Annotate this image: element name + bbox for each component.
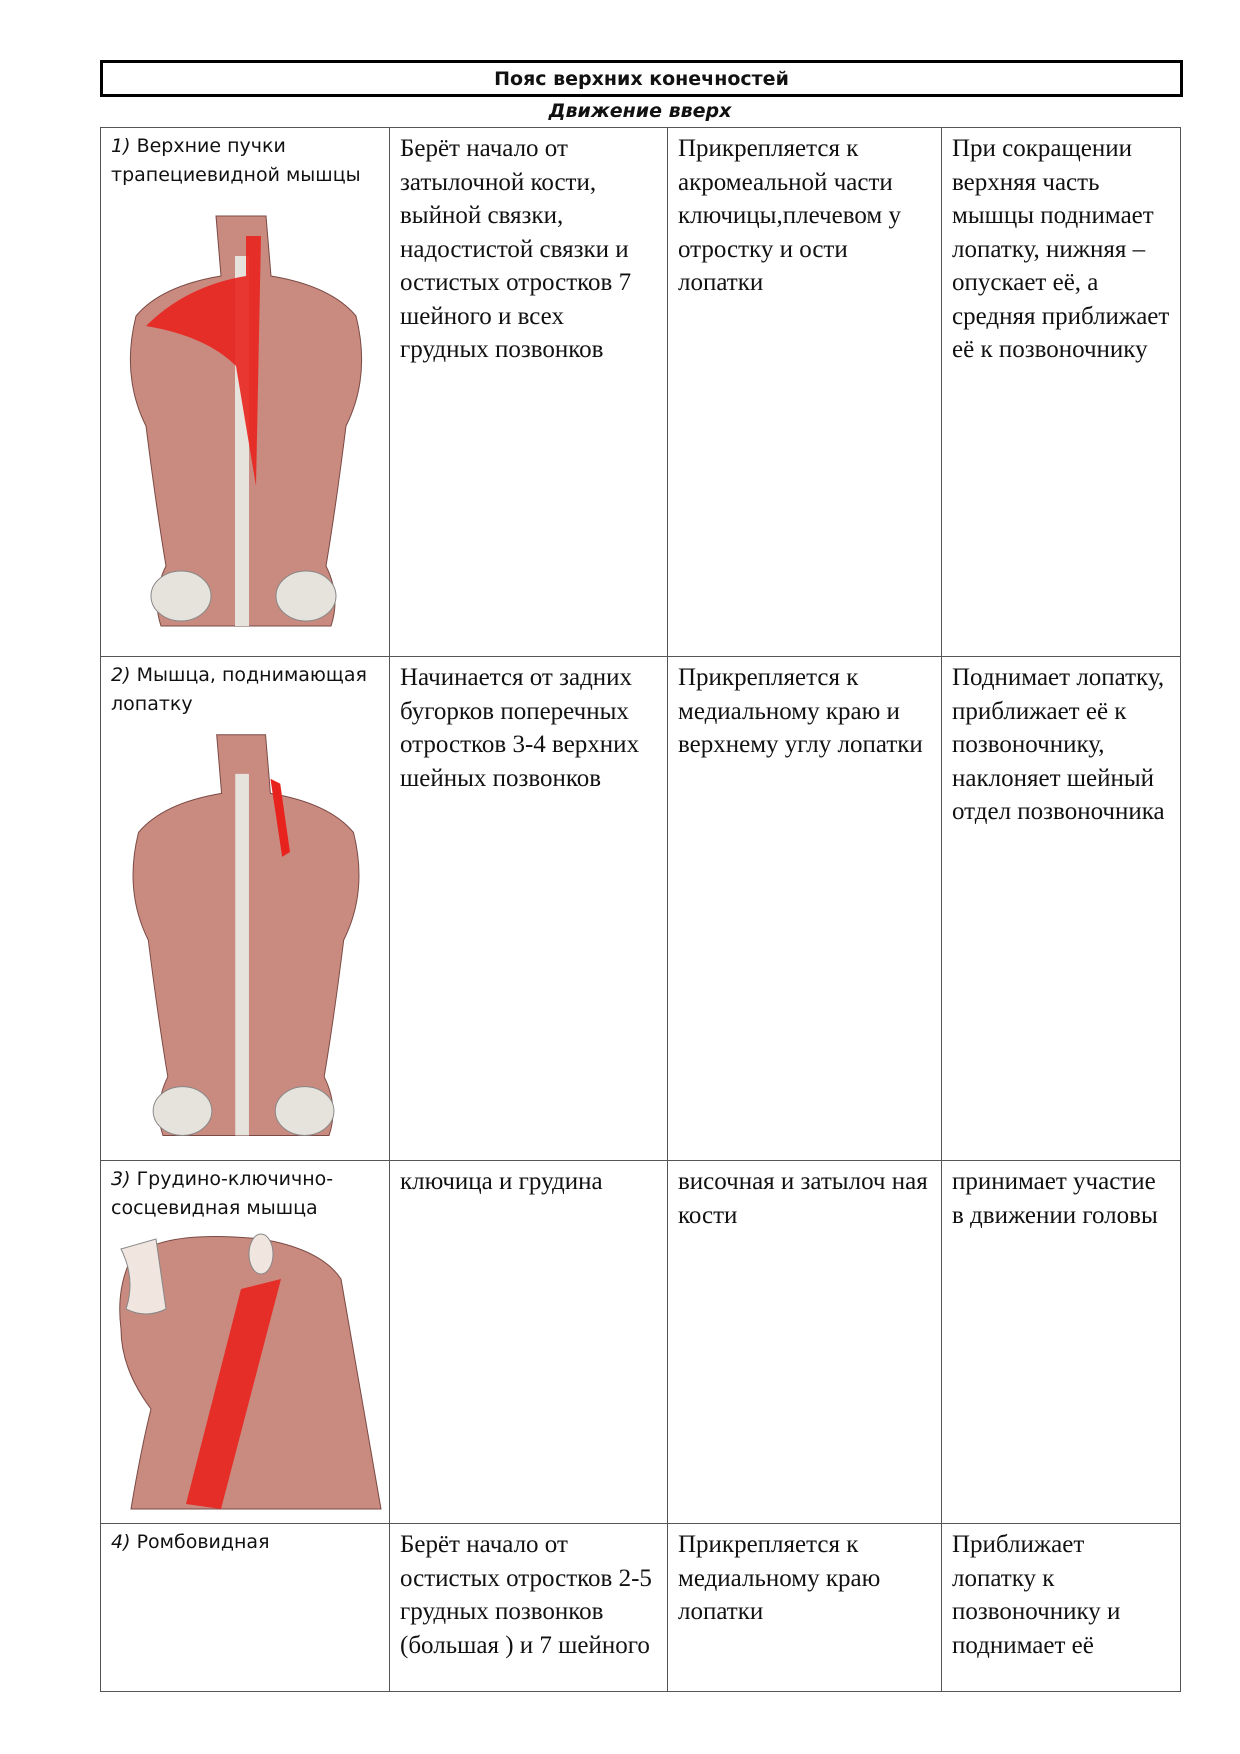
action-cell: Приближает лопатку к позвоночнику и подн… <box>941 1523 1181 1692</box>
section-title: Пояс верхних конечностей <box>100 60 1183 97</box>
insertion-cell: Прикрепляется к медиальному краю и верхн… <box>667 656 942 1161</box>
insertion-cell: височная и затылоч ная кости <box>667 1160 942 1524</box>
origin-cell: Берёт начало от затылочной кости, выйной… <box>389 127 668 657</box>
muscle-name: Верхние пучки трапециевидной мышцы <box>111 135 361 186</box>
table-row: 1) Верхние пучки трапециевидной мышцы Бе… <box>100 127 1181 657</box>
neck-muscles-image <box>119 1233 382 1510</box>
back-muscles-image <box>132 734 360 1136</box>
muscle-name-cell: 1) Верхние пучки трапециевидной мышцы <box>100 127 390 657</box>
action-cell: принимает участие в движении головы <box>941 1160 1181 1524</box>
table-row: 3) Грудино-ключично-сосцевидная мышца кл… <box>100 1160 1181 1524</box>
origin-cell: ключица и грудина <box>389 1160 668 1524</box>
action-cell: Поднимает лопатку, приближает её к позво… <box>941 656 1181 1161</box>
action-cell: При сокращении верхняя часть мышцы подни… <box>941 127 1181 657</box>
muscle-name: Мышца, поднимающая лопатку <box>111 664 367 715</box>
muscle-name-cell: 3) Грудино-ключично-сосцевидная мышца <box>100 1160 390 1524</box>
muscle-name-cell: 4) Ромбовидная <box>100 1523 390 1692</box>
row-number: 2) <box>111 664 131 686</box>
muscle-name: Ромбовидная <box>136 1531 270 1553</box>
table-row: 2) Мышца, поднимающая лопатку Начинается… <box>100 656 1181 1161</box>
insertion-cell: Прикрепляется к медиальному краю лопатки <box>667 1523 942 1692</box>
muscle-name: Грудино-ключично-сосцевидная мышца <box>111 1168 334 1219</box>
row-number: 3) <box>111 1168 131 1190</box>
origin-cell: Начинается от задних бугорков поперечных… <box>389 656 668 1161</box>
row-number: 1) <box>111 135 131 157</box>
table-row: 4) Ромбовидная Берёт начало от остистых … <box>100 1523 1181 1692</box>
insertion-cell: Прикрепляется к акромеальной части ключи… <box>667 127 942 657</box>
back-muscles-image <box>129 215 363 627</box>
origin-cell: Берёт начало от остистых отростков 2-5 г… <box>389 1523 668 1692</box>
row-number: 4) <box>111 1531 131 1553</box>
muscle-table: 1) Верхние пучки трапециевидной мышцы Бе… <box>100 127 1181 1692</box>
muscle-name-cell: 2) Мышца, поднимающая лопатку <box>100 656 390 1161</box>
section-subtitle: Движение вверх <box>548 100 732 122</box>
